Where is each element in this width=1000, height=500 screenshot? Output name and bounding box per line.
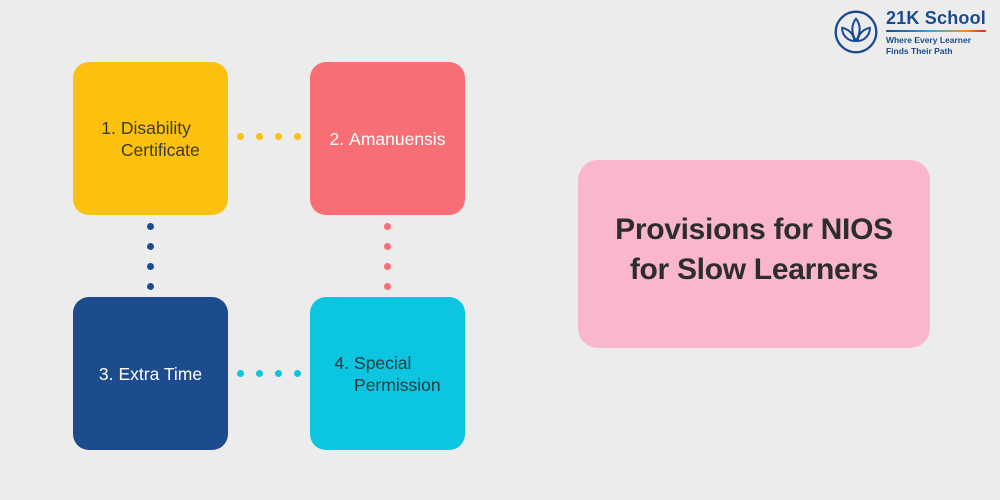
connector-dot	[384, 243, 391, 250]
connector-dot	[147, 263, 154, 270]
connector-dot	[384, 263, 391, 270]
connector-box1-box3	[147, 223, 154, 290]
connector-dot	[237, 133, 244, 140]
connector-box1-box2	[237, 133, 301, 140]
connector-dot	[237, 370, 244, 377]
brand-underline-divider	[885, 30, 986, 32]
title-line: for Slow Learners	[629, 253, 879, 286]
title-line: Provisions for NIOS	[615, 213, 893, 246]
box-label-line: Certificate	[120, 139, 200, 160]
connector-dot	[384, 223, 391, 230]
connector-dot	[256, 370, 263, 377]
brand-name: 21K School	[885, 8, 986, 28]
connector-dot	[275, 370, 282, 377]
box-label-line: Extra Time	[118, 363, 203, 384]
connector-box3-box4	[237, 370, 301, 377]
connector-box2-box4	[384, 223, 391, 290]
connector-dot	[256, 133, 263, 140]
box-number: 4.	[334, 352, 350, 373]
box-label-line: Disability	[120, 117, 191, 138]
connector-dot	[147, 243, 154, 250]
lotus-circle-icon	[833, 9, 879, 55]
box-number: 3.	[98, 363, 114, 384]
box-number: 1.	[101, 117, 116, 138]
title-card: Provisions for NIOS for Slow Learners	[578, 160, 930, 348]
connector-dot	[294, 370, 301, 377]
brand-tagline-line1: Where Every Learner	[885, 35, 972, 45]
box-extra-time: 3. Extra Time	[73, 297, 228, 450]
box-special-permission: 4. Special Permission	[310, 297, 465, 450]
box-disability-certificate: 1. Disability Certificate	[73, 62, 228, 215]
brand-logo: 21K School Where Every Learner Finds The…	[833, 8, 986, 56]
box-number: 2.	[329, 128, 345, 149]
connector-dot	[275, 133, 282, 140]
box-label-line: Permission	[354, 374, 441, 395]
connector-dot	[147, 223, 154, 230]
box-label-line: Special	[354, 352, 412, 373]
connector-dot	[147, 283, 154, 290]
connector-dot	[384, 283, 391, 290]
box-label-line: Amanuensis	[349, 128, 446, 149]
brand-tagline-line2: Finds Their Path	[885, 45, 953, 56]
connector-dot	[294, 133, 301, 140]
box-amanuensis: 2. Amanuensis	[310, 62, 465, 215]
